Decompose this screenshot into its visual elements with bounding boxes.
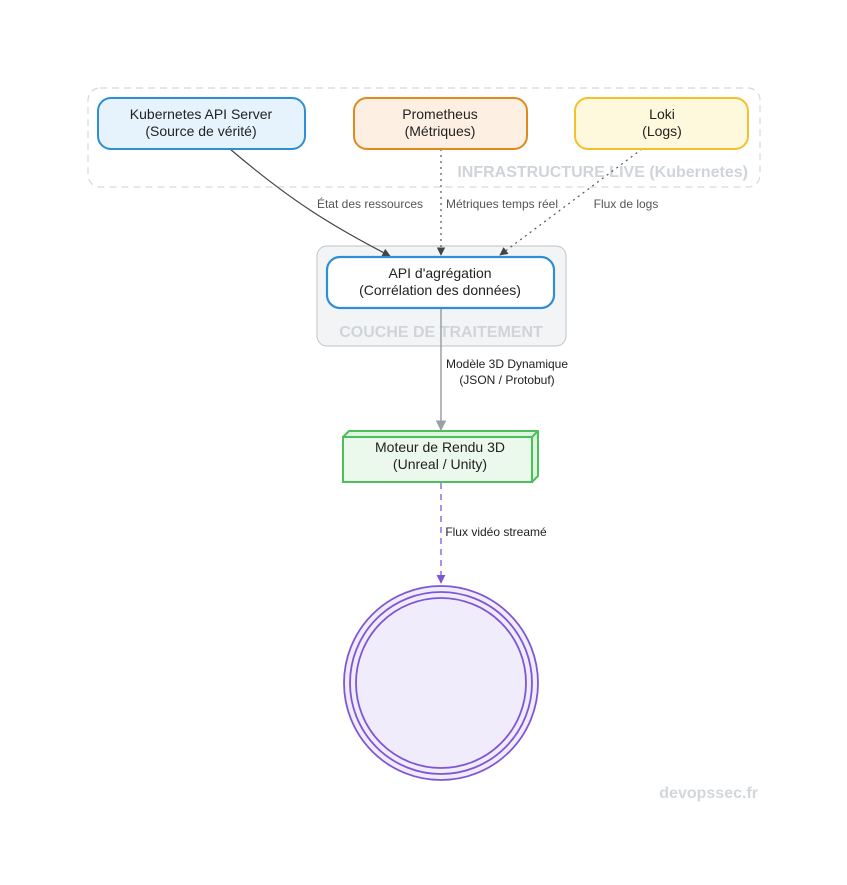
edge-label-prometheus: Métriques temps réel	[446, 197, 558, 211]
edge-label-video-stream: Flux vidéo streamé	[445, 525, 547, 539]
node-prometheus-label-line2: (Métriques)	[405, 123, 476, 139]
node-prometheus[interactable]: Prometheus (Métriques)	[353, 97, 528, 150]
node-kubernetes-label-line1: Kubernetes API Server	[130, 106, 273, 122]
node-render-engine[interactable]: Moteur de Rendu 3D (Unreal / Unity)	[342, 430, 539, 483]
node-loki-label-line1: Loki	[649, 106, 675, 122]
edge-label-loki: Flux de logs	[594, 197, 659, 211]
node-render-label-line1: Moteur de Rendu 3D	[375, 439, 505, 455]
cluster-infrastructure-label: INFRASTRUCTURE LIVE (Kubernetes)	[457, 164, 748, 181]
watermark: devopssec.fr	[659, 785, 758, 802]
cluster-infrastructure: INFRASTRUCTURE LIVE (Kubernetes)	[87, 87, 761, 188]
node-aggregation-api[interactable]: API d'agrégation (Corrélation des donnée…	[325, 255, 556, 310]
node-client-circle[interactable]	[343, 585, 539, 781]
node-loki[interactable]: Loki (Logs)	[574, 97, 749, 150]
edge-k8s-to-api	[229, 148, 391, 257]
node-prometheus-label-line1: Prometheus	[402, 106, 477, 122]
edge-label-model-line1: Modèle 3D Dynamique	[446, 357, 568, 371]
edge-label-k8s: État des ressources	[317, 196, 423, 211]
node-aggregation-label-line2: (Corrélation des données)	[359, 282, 521, 298]
node-kubernetes-label-line2: (Source de vérité)	[145, 123, 256, 139]
edge-label-model-line2: (JSON / Protobuf)	[459, 373, 554, 387]
node-render-label-line2: (Unreal / Unity)	[393, 456, 487, 472]
node-kubernetes-api-server[interactable]: Kubernetes API Server (Source de vérité)	[97, 97, 306, 150]
node-aggregation-label-line1: API d'agrégation	[388, 265, 491, 281]
node-loki-label-line2: (Logs)	[642, 123, 682, 139]
